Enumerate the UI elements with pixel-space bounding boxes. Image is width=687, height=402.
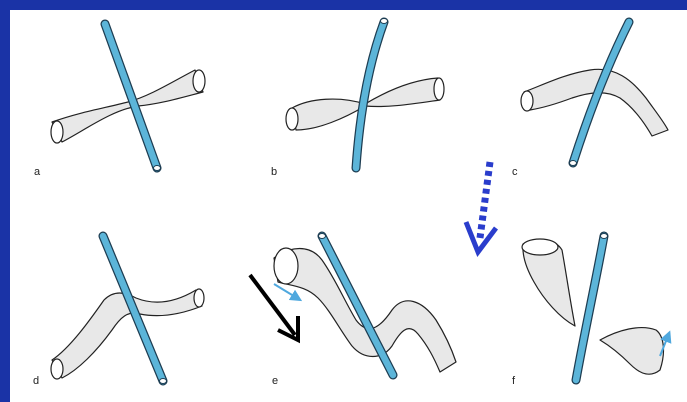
tube-end-b-right [434,78,444,100]
rod-f [576,236,604,380]
panel-label-c: c [512,166,518,178]
panel-label-f: f [512,375,516,387]
rod-c-cap [570,161,577,166]
rod-f-cap [601,234,608,239]
tube-end-d-right [194,289,204,307]
panel-label-e: e [272,375,278,387]
tube-end-a-left [51,121,63,143]
membrane-tube-e [274,249,456,373]
panel-d: d [33,236,204,387]
vesicle-f-upper-opening [522,239,558,255]
dotted-down-left-arrow [466,162,496,252]
panel-b: b [271,19,444,179]
panel-c: c [512,22,668,178]
panel-label-a: a [34,166,41,178]
rod-e-cap [319,234,326,239]
panel-e: e [272,234,456,388]
panel-label-d: d [33,375,39,387]
membrane-vesicle-f-lower [600,328,663,375]
rod-b-cap [381,19,388,24]
rod-a-cap [154,166,161,171]
tube-end-e-left [274,248,298,284]
tube-end-a-right [193,70,205,92]
panel-a: a [34,24,205,178]
tube-end-b-left [286,108,298,130]
panel-label-b: b [271,166,277,178]
tube-end-c-left [521,91,533,111]
tube-end-d-left [51,359,63,379]
panel-f: f [512,234,668,388]
rod-d-cap [160,379,167,384]
